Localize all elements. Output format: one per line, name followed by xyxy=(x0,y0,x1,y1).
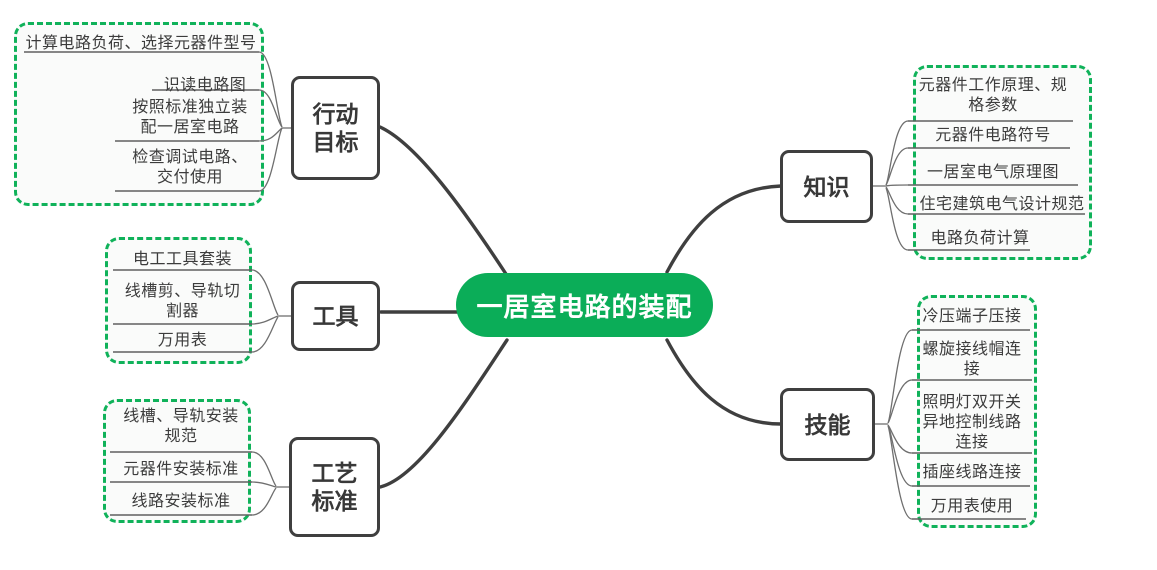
leaf-item-multimeter-usage[interactable]: 万用表使用 xyxy=(930,498,1014,515)
branch-node-standards[interactable]: 工艺标准 xyxy=(289,437,380,537)
leaf-item-two-way-switch-wiring[interactable]: 照明灯双开关异地控制线路连接 xyxy=(922,394,1022,451)
leaf-item-trunking-cutter[interactable]: 线槽剪、导轨切割器 xyxy=(124,283,241,320)
leaf-item-calc-load[interactable]: 计算电路负荷、选择元器件型号 xyxy=(25,35,257,52)
branch-node-knowledge[interactable]: 知识 xyxy=(780,150,873,223)
leaf-item-circuit-symbols[interactable]: 元器件电路符号 xyxy=(935,127,1051,144)
leaf-item-electrical-schematic[interactable]: 一居室电气原理图 xyxy=(926,164,1059,181)
group-box-knowledge xyxy=(913,65,1092,260)
group-box-standards xyxy=(103,399,251,523)
branch-node-skills[interactable]: 技能 xyxy=(780,388,875,461)
leaf-item-component-install-standard[interactable]: 元器件安装标准 xyxy=(123,461,239,478)
leaf-item-load-calculation[interactable]: 电路负荷计算 xyxy=(930,230,1030,247)
branch-connectors xyxy=(378,125,783,489)
leaf-item-component-principles[interactable]: 元器件工作原理、规格参数 xyxy=(918,77,1068,114)
group-box-skills xyxy=(917,295,1037,528)
branch-node-label: 知识 xyxy=(803,173,850,200)
leaf-underlines xyxy=(24,51,1085,520)
leaf-item-cold-crimp[interactable]: 冷压端子压接 xyxy=(922,308,1022,325)
leaf-item-assemble-circuit[interactable]: 按照标准独立装配一居室电路 xyxy=(132,99,248,136)
leaf-connectors xyxy=(251,51,913,520)
branch-node-tools[interactable]: 工具 xyxy=(291,281,380,351)
central-topic-label: 一居室电路的装配 xyxy=(476,291,693,322)
group-box-tools xyxy=(105,237,252,364)
leaf-item-socket-wiring[interactable]: 插座线路连接 xyxy=(922,464,1022,481)
leaf-item-read-circuit-diagram[interactable]: 识读电路图 xyxy=(163,77,247,94)
leaf-item-trunking-rail-spec[interactable]: 线槽、导轨安装规范 xyxy=(123,408,239,445)
branch-node-label: 工艺标准 xyxy=(311,460,358,514)
branch-node-label: 工具 xyxy=(312,303,359,329)
branch-node-label: 行动目标 xyxy=(312,101,359,155)
branch-node-action-goals[interactable]: 行动目标 xyxy=(291,76,380,180)
leaf-item-wire-nut-connection[interactable]: 螺旋接线帽连接 xyxy=(922,341,1022,378)
leaf-item-residential-design-code[interactable]: 住宅建筑电气设计规范 xyxy=(919,196,1085,213)
leaf-item-multimeter[interactable]: 万用表 xyxy=(157,332,208,349)
leaf-item-test-deliver[interactable]: 检查调试电路、交付使用 xyxy=(132,149,248,186)
branch-node-label: 技能 xyxy=(804,411,851,438)
leaf-item-wiring-install-standard[interactable]: 线路安装标准 xyxy=(131,493,231,510)
leaf-item-electrician-toolkit[interactable]: 电工工具套装 xyxy=(132,251,232,268)
central-topic[interactable]: 一居室电路的装配 xyxy=(456,273,713,337)
